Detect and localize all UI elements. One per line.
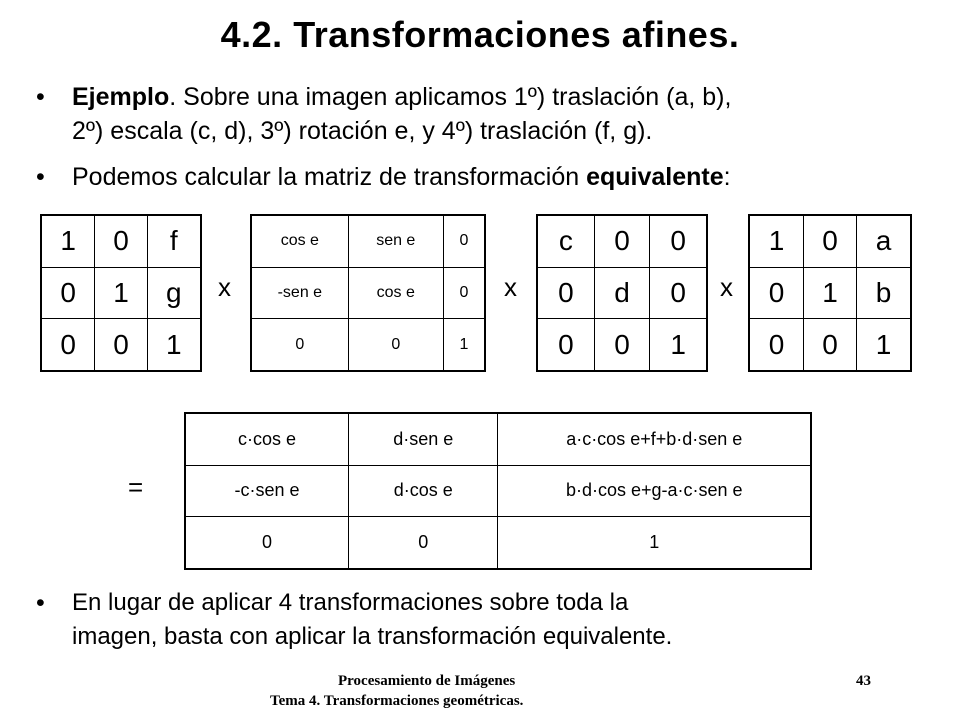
matrix-cell: 0 — [94, 318, 148, 372]
bullet-equivalent-after: : — [723, 163, 731, 191]
matrix-cell: a — [855, 214, 912, 268]
matrix-cell: 1 — [146, 318, 202, 372]
matrix-cell: a·c·cos e+f+b·d·sen e — [497, 412, 812, 466]
matrix-cell: 1 — [497, 516, 812, 570]
bullet-marker: • — [36, 589, 45, 617]
matrix-cell: 0 — [442, 266, 486, 320]
bullet-marker: • — [36, 83, 45, 111]
matrix-cell: 0 — [748, 266, 805, 320]
footer-topic: Tema 4. Transformaciones geométricas. — [270, 693, 524, 709]
matrix-cell: g — [146, 266, 202, 320]
bullet-conclusion: • En lugar de aplicar 4 transformaciones… — [36, 586, 936, 654]
matrix-cell: d·sen e — [347, 412, 499, 466]
matrix-cell: cos e — [347, 266, 444, 320]
matrix-cell: 1 — [855, 318, 912, 372]
matrix-cell: 1 — [748, 214, 805, 268]
matrix-cell: 1 — [442, 318, 486, 372]
bullet-example-line1: . Sobre una imagen aplicamos 1º) traslac… — [169, 83, 732, 111]
matrix-cell: 1 — [94, 266, 148, 320]
matrix-cell: sen e — [347, 214, 444, 268]
matrix-cell: 0 — [184, 516, 349, 570]
matrix-cell: 0 — [40, 266, 96, 320]
matrix-cell: b·d·cos e+g-a·c·sen e — [497, 464, 812, 518]
matrix-cell: 1 — [40, 214, 96, 268]
bullet-conclusion-text: En lugar de aplicar 4 transformaciones s… — [72, 586, 936, 654]
matrix-cell: 0 — [593, 318, 651, 372]
bullet-conclusion-line2: imagen, basta con aplicar la transformac… — [72, 623, 673, 650]
matrix-cell: 0 — [347, 318, 444, 372]
matrix-cell: 0 — [40, 318, 96, 372]
matrix-cell: d — [593, 266, 651, 320]
bullet-equivalent-text: Podemos calcular la matriz de transforma… — [72, 160, 936, 194]
matrix-cell: 0 — [649, 214, 708, 268]
times-operator: x — [504, 272, 517, 302]
bullet-marker: • — [36, 163, 45, 191]
matrix-cell: 0 — [803, 214, 857, 268]
bullet-equivalent-bold: equivalente — [586, 163, 724, 191]
matrix-cell: c·cos e — [184, 412, 349, 466]
matrix-cell: -sen e — [250, 266, 349, 320]
matrix-cell: 1 — [649, 318, 708, 372]
matrix-cell: cos e — [250, 214, 349, 268]
matrix-cell: 0 — [803, 318, 857, 372]
bullet-conclusion-line1: En lugar de aplicar 4 transformaciones s… — [72, 589, 629, 616]
matrix-cell: 0 — [649, 266, 708, 320]
matrix-cell: 0 — [347, 516, 499, 570]
matrix-cell: d·cos e — [347, 464, 499, 518]
matrix-cell: 0 — [748, 318, 805, 372]
bullet-example: • Ejemplo. Sobre una imagen aplicamos 1º… — [36, 80, 936, 148]
matrix-cell: 0 — [536, 266, 595, 320]
footer-course: Procesamiento de Imágenes — [338, 673, 516, 689]
times-operator: x — [720, 272, 733, 302]
matrix-cell: 0 — [250, 318, 349, 372]
matrix-cell: 0 — [442, 214, 486, 268]
matrix-cell: 0 — [536, 318, 595, 372]
matrix-cell: -c·sen e — [184, 464, 349, 518]
matrix-cell: 0 — [593, 214, 651, 268]
equals-operator: = — [128, 472, 144, 502]
slide-title: 4.2. Transformaciones afines. — [220, 14, 740, 55]
matrix-cell: b — [855, 266, 912, 320]
bullet-example-text: Ejemplo. Sobre una imagen aplicamos 1º) … — [72, 80, 936, 148]
bullet-equivalent: • Podemos calcular la matriz de transfor… — [36, 160, 936, 194]
page-number: 43 — [856, 673, 871, 689]
bullet-example-line2: 2º) escala (c, d), 3º) rotación e, y 4º)… — [72, 117, 653, 145]
bullet-equivalent-before: Podemos calcular la matriz de transforma… — [72, 163, 587, 191]
bullet-example-bold: Ejemplo — [72, 83, 170, 111]
matrix-cell: c — [536, 214, 595, 268]
matrix-cell: 0 — [94, 214, 148, 268]
matrix-cell: f — [146, 214, 202, 268]
matrix-cell: 1 — [803, 266, 857, 320]
times-operator: x — [218, 272, 231, 302]
